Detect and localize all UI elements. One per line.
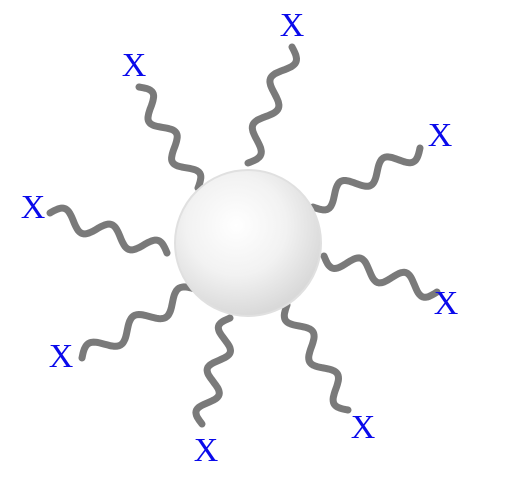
chains-layer: [46, 43, 441, 428]
polymer-chain: [192, 314, 234, 428]
chain-end-label: X: [49, 338, 74, 375]
core-sphere: [174, 169, 322, 317]
polymer-chain: [320, 252, 441, 301]
polymer-chain: [244, 43, 300, 167]
chain-end-label: X: [428, 117, 453, 154]
chain-end-label: X: [351, 409, 376, 446]
chain-end-label: X: [194, 432, 219, 469]
chain-end-label: X: [122, 47, 147, 84]
polymer-chain: [135, 83, 205, 192]
chain-end-label: X: [280, 7, 305, 44]
chain-end-label: X: [21, 189, 46, 226]
polymer-chain: [46, 204, 171, 257]
labels-layer: X X X X X X X X: [21, 7, 459, 469]
polymer-chain: [309, 144, 424, 214]
polymer-chain: [78, 283, 199, 362]
chain-end-label: X: [434, 285, 459, 322]
polymer-chain: [280, 301, 352, 414]
